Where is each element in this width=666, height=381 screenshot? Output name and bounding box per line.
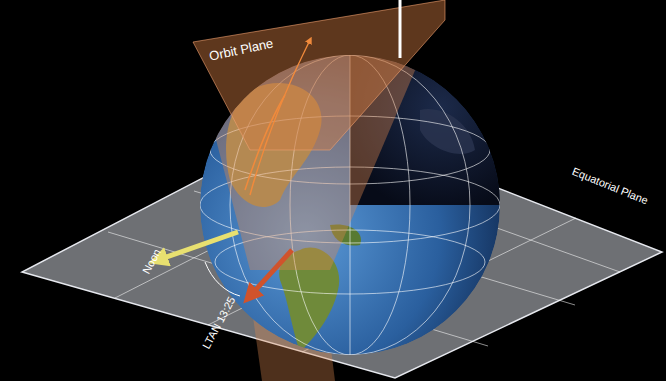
noon-arrow xyxy=(158,232,238,260)
plane-label: Equatorial Plane xyxy=(570,165,649,206)
orbit-plane xyxy=(193,0,445,150)
orbit-track xyxy=(245,40,310,195)
ltan-arrow xyxy=(250,250,292,296)
angle-arc xyxy=(205,262,240,296)
rotation-axis xyxy=(399,0,402,58)
earth-globe xyxy=(190,0,500,355)
